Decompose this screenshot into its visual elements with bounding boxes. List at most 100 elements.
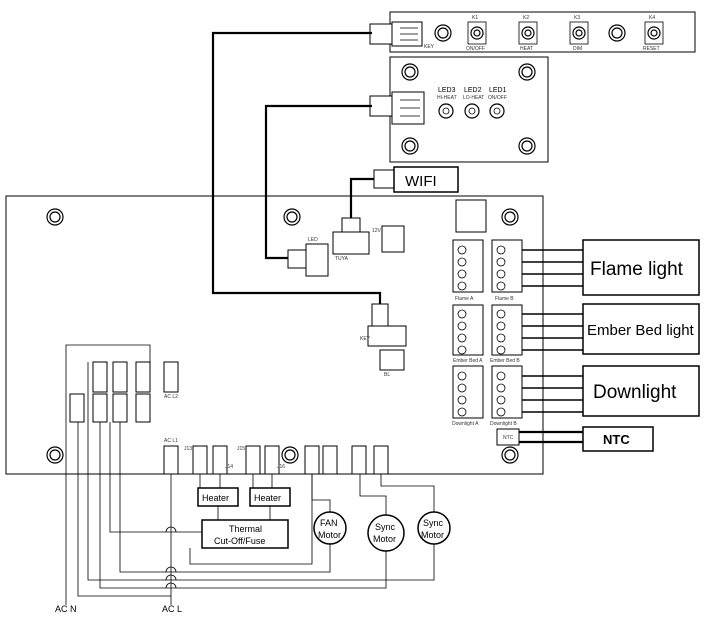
heater-1-box — [197, 487, 239, 507]
heater-2-box — [249, 487, 291, 507]
led1-indicator: LED1 ON/OFF — [488, 87, 507, 119]
flame-light-label: Flame light — [590, 259, 684, 280]
wires — [65, 31, 583, 605]
wire-crossings — [165, 526, 177, 589]
fan-wire-n — [119, 422, 331, 573]
thermal-wire-in — [109, 422, 202, 533]
downlight-connectors: Downlight A Downlight B — [452, 365, 523, 427]
ac-n-wire — [65, 344, 151, 605]
led2-sub-label: LO-HEAT — [463, 95, 484, 101]
wifi-cable — [349, 177, 374, 218]
ember-bed-light-box — [582, 303, 700, 355]
ember-b-label: Ember Bed B — [490, 358, 520, 364]
led3-sub-label: HI-HEAT — [437, 95, 457, 101]
ntc-label: NTC — [603, 432, 630, 447]
key-cable — [211, 31, 382, 304]
k1-sub-label: ON/OFF — [466, 46, 485, 52]
fan-motor-label-line2: Motor — [318, 530, 341, 540]
heater-1-label: Heater — [202, 493, 229, 503]
fan-wire-l — [311, 474, 331, 512]
led-connector-label: LED — [308, 237, 318, 243]
k4-label: K4 — [649, 15, 655, 21]
j15-label: J15 — [237, 446, 245, 452]
heater-2: Heater — [249, 487, 291, 507]
key-board: KEY K1 ON/OFF K2 HEAT K3 DIM — [369, 11, 696, 53]
bottom-terminals: AC L1 J13 J14 J15 J16 — [163, 438, 389, 475]
sync1-wire-l — [359, 474, 387, 515]
sync2-label-line2: Motor — [421, 530, 444, 540]
sync-motor-1-circle — [367, 514, 405, 552]
ember-connectors: Ember Bed A Ember Bed B — [452, 304, 523, 364]
led1-label: LED1 — [489, 87, 507, 94]
sync-motor-2-circle — [417, 511, 451, 545]
k2-sub-label: HEAT — [520, 46, 533, 52]
flame-light-box — [582, 239, 700, 296]
ntc-sensor: NTC — [582, 426, 654, 452]
downlight-b-label: Downlight B — [490, 421, 517, 427]
ember-wires — [522, 313, 583, 351]
led1-sub-label: ON/OFF — [488, 95, 507, 101]
downlight-a-label: Downlight A — [452, 421, 479, 427]
ntc-connector: NTC — [496, 428, 520, 446]
k3-label: K3 — [574, 15, 580, 21]
thermal-cutoff: Thermal Cut-Off/Fuse — [201, 519, 289, 549]
j13-label: J13 — [184, 446, 192, 452]
sync2-wire-l — [380, 474, 435, 512]
thermal-return — [189, 474, 313, 565]
downlight-label: Downlight — [593, 382, 677, 403]
wifi-box — [393, 166, 459, 193]
sync1-label-line2: Motor — [373, 534, 396, 544]
downlight: Downlight — [582, 365, 700, 417]
heater-1: Heater — [197, 487, 239, 507]
thermal-label-line2: Cut-Off/Fuse — [214, 536, 265, 546]
led3-indicator: LED3 HI-HEAT — [437, 87, 457, 119]
k3-sub-label: DIM — [573, 46, 582, 52]
top-right-connector — [455, 199, 487, 233]
ember-bed-light: Ember Bed light — [582, 303, 700, 355]
key-board-plug — [369, 23, 393, 45]
sync2-wire-n — [87, 362, 435, 581]
ac-l2-label: AC L2 — [164, 394, 178, 400]
ember-bed-light-label: Ember Bed light — [587, 322, 695, 339]
bl-label: BL — [384, 372, 390, 378]
led2-indicator: LED2 LO-HEAT — [463, 87, 484, 119]
wifi-label: WIFI — [405, 173, 437, 190]
thermal-cutoff-box — [201, 519, 289, 549]
key-board-key-label: KEY — [424, 44, 435, 50]
button-k1: K1 ON/OFF — [466, 15, 487, 52]
key-connector-label: KEY — [360, 336, 371, 342]
led-connector: LED — [287, 237, 329, 277]
sync1-wire-n — [99, 422, 387, 589]
heater-to-thermal — [217, 506, 271, 521]
ac-l1-label: AC L1 — [164, 438, 178, 444]
twelve-v-label: 12V — [372, 228, 382, 234]
wifi-module: WIFI — [373, 166, 459, 193]
ac-inputs: AC N AC L — [55, 604, 182, 614]
fan-motor: FAN Motor — [313, 511, 347, 545]
led-board-plug — [369, 95, 393, 117]
heater-2-label: Heater — [254, 493, 281, 503]
ac-l-label: AC L — [162, 604, 182, 614]
led3-label: LED3 — [438, 87, 456, 94]
fan-motor-label-line1: FAN — [320, 518, 338, 528]
tuya-label: TUYA — [335, 256, 349, 262]
flame-connectors: Flame A Flame B — [452, 239, 523, 302]
sync1-label-line1: Sync — [375, 522, 396, 532]
left-terminals: AC L2 — [69, 361, 179, 423]
k4-sub-label: RESET — [643, 46, 660, 52]
flame-light: Flame light — [582, 239, 700, 296]
button-k3: K3 DIM — [569, 15, 589, 52]
flame-b-label: Flame B — [495, 296, 514, 302]
button-k2: K2 HEAT — [518, 15, 538, 52]
fan-motor-circle — [313, 511, 347, 545]
thermal-label-line1: Thermal — [229, 524, 262, 534]
downlight-box — [582, 365, 700, 417]
ntc-connector-label: NTC — [503, 435, 514, 441]
fan-wire-n-base — [77, 422, 171, 597]
key-connector: KEY BL — [360, 303, 407, 378]
ac-n-label: AC N — [55, 604, 77, 614]
ember-a-label: Ember Bed A — [453, 358, 483, 364]
j16-label: J16 — [277, 464, 285, 470]
